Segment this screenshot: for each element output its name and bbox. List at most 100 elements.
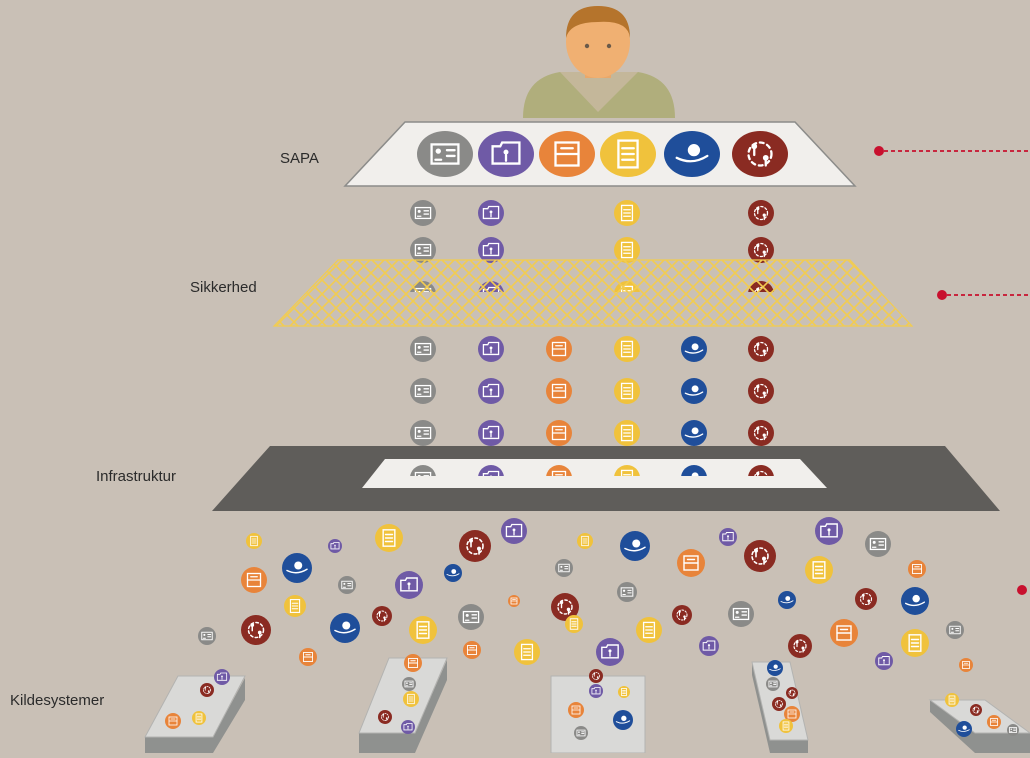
money-hand-icon	[767, 660, 783, 676]
person-card-icon	[728, 601, 754, 627]
people-cycle-icon	[748, 200, 774, 226]
person-card-icon	[946, 621, 964, 639]
person-card-icon	[458, 604, 484, 630]
document-icon	[284, 595, 306, 617]
document-icon	[614, 465, 640, 476]
folder-person-icon	[589, 684, 603, 698]
person-card-icon	[410, 336, 436, 362]
folder-person-icon	[478, 237, 504, 263]
folder-person-icon	[395, 571, 423, 599]
people-cycle-icon	[748, 237, 774, 263]
document-icon	[192, 711, 206, 725]
icons-above-security	[410, 200, 774, 263]
source-system-2	[358, 654, 448, 753]
icons-entering-infrastructure	[410, 465, 774, 476]
document-icon	[614, 200, 640, 226]
inbox-tray-icon	[546, 378, 572, 404]
folder-person-icon	[478, 336, 504, 362]
folder-person-icon	[401, 720, 415, 734]
person-card-icon	[865, 531, 891, 557]
folder-person-icon	[478, 378, 504, 404]
people-cycle-icon	[748, 420, 774, 446]
person-card-icon	[410, 378, 436, 404]
folder-person-icon	[719, 528, 737, 546]
folder-person-icon	[478, 200, 504, 226]
inbox-tray-icon	[404, 654, 422, 672]
inbox-tray-icon	[463, 641, 481, 659]
people-cycle-icon	[748, 378, 774, 404]
inbox-tray-icon	[539, 131, 595, 177]
document-icon	[945, 693, 959, 707]
person-card-icon	[410, 465, 436, 476]
document-icon	[618, 686, 630, 698]
inbox-tray-icon	[830, 619, 858, 647]
folder-person-icon	[214, 669, 230, 685]
money-hand-icon	[613, 710, 633, 730]
inbox-tray-icon	[546, 465, 572, 476]
document-icon	[246, 533, 262, 549]
folder-person-icon	[478, 131, 534, 177]
document-icon	[614, 420, 640, 446]
people-cycle-icon	[732, 131, 788, 177]
people-cycle-icon	[855, 588, 877, 610]
inbox-tray-icon	[299, 648, 317, 666]
inbox-tray-icon	[677, 549, 705, 577]
people-cycle-icon	[970, 704, 982, 716]
money-hand-icon	[681, 465, 707, 476]
inbox-tray-icon	[546, 420, 572, 446]
money-hand-icon	[681, 378, 707, 404]
person-card-icon	[766, 677, 780, 691]
inbox-tray-icon	[908, 560, 926, 578]
icons-below-security	[410, 336, 774, 446]
user-avatar	[523, 6, 675, 118]
people-cycle-icon	[372, 606, 392, 626]
folder-person-icon	[699, 636, 719, 656]
people-cycle-icon	[378, 710, 392, 724]
document-icon	[636, 617, 662, 643]
money-hand-icon	[282, 553, 312, 583]
document-icon	[614, 237, 640, 263]
sapa-layer	[343, 121, 857, 187]
layer-label-sikkerhed: Sikkerhed	[190, 279, 257, 296]
inbox-tray-icon	[959, 658, 973, 672]
document-icon	[600, 131, 656, 177]
person-card-icon	[617, 582, 637, 602]
connector-lines	[874, 146, 1030, 595]
inbox-tray-icon	[568, 702, 584, 718]
money-hand-icon	[956, 721, 972, 737]
document-icon	[514, 639, 540, 665]
people-cycle-icon	[589, 669, 603, 683]
inbox-tray-icon	[508, 595, 520, 607]
folder-person-icon	[478, 465, 504, 476]
person-card-icon	[410, 237, 436, 263]
kildesystemer	[144, 654, 1030, 754]
document-icon	[779, 719, 793, 733]
scattered-data-icons	[198, 517, 973, 672]
sikkerhed-net	[272, 259, 914, 327]
inbox-tray-icon	[241, 567, 267, 593]
money-hand-icon	[330, 613, 360, 643]
person-card-icon	[410, 200, 436, 226]
document-icon	[403, 691, 419, 707]
document-icon	[565, 615, 583, 633]
people-cycle-icon	[744, 540, 776, 572]
money-hand-icon	[620, 531, 650, 561]
folder-person-icon	[815, 517, 843, 545]
people-cycle-icon	[200, 683, 214, 697]
folder-person-icon	[328, 539, 342, 553]
document-icon	[577, 533, 593, 549]
document-icon	[614, 378, 640, 404]
person-card-icon	[555, 559, 573, 577]
inbox-tray-icon	[165, 713, 181, 729]
layer-label-kildesystemer: Kildesystemer	[10, 692, 105, 709]
people-cycle-icon	[786, 687, 798, 699]
people-cycle-icon	[241, 615, 271, 645]
people-cycle-icon	[459, 530, 491, 562]
person-card-icon	[417, 131, 473, 177]
person-card-icon	[338, 576, 356, 594]
document-icon	[409, 616, 437, 644]
document-icon	[375, 524, 403, 552]
source-system-5	[928, 693, 1030, 753]
